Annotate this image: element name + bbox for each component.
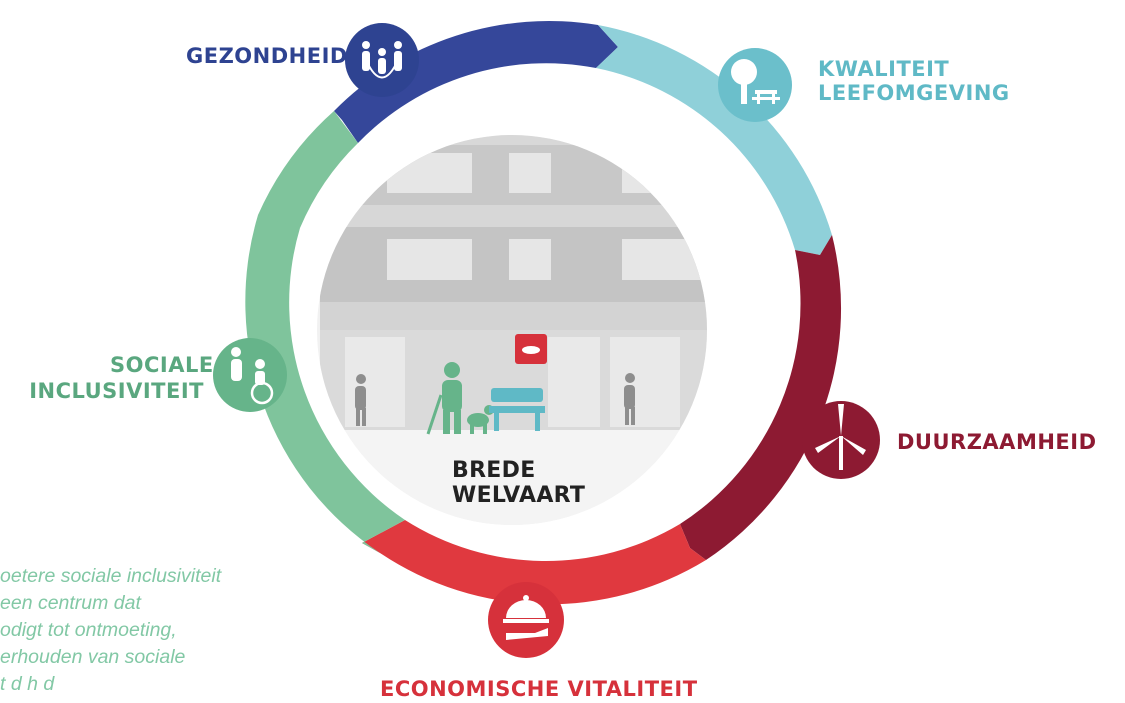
side-text-line: oetere sociale inclusiviteit bbox=[0, 565, 222, 587]
arrow-segment-sociale-tail bbox=[258, 111, 358, 228]
arrow-segment-duurzaamheid bbox=[680, 235, 842, 560]
side-text-line: een centrum dat bbox=[0, 592, 141, 614]
bench-icon bbox=[489, 388, 545, 431]
solar-panel-icon bbox=[610, 108, 653, 130]
jump-rope-icon bbox=[362, 41, 402, 79]
side-quote-text: oetere sociale inclusiviteit een centrum… bbox=[0, 563, 375, 701]
arrow-segment-economische bbox=[362, 520, 706, 605]
side-text-line: erhouden van sociale bbox=[0, 646, 186, 668]
label-kwaliteit-line2: LEEFOMGEVING bbox=[818, 81, 1010, 105]
pedestrian-icon bbox=[355, 374, 366, 426]
serving-tray-icon bbox=[503, 595, 549, 640]
label-duurzaamheid: DUURZAAMHEID bbox=[897, 430, 1097, 454]
label-sociale-line2: INCLUSIVITEIT bbox=[29, 379, 204, 403]
pedestrian-icon bbox=[624, 373, 635, 425]
solar-panel-icon bbox=[562, 108, 605, 130]
economische-icon-circle bbox=[488, 582, 564, 658]
arrow-segment-sociale bbox=[245, 205, 405, 553]
wheelchair-assist-icon bbox=[231, 347, 274, 405]
side-text-line: odigt tot ontmoeting, bbox=[0, 619, 177, 641]
label-kwaliteit-line1: KWALITEIT bbox=[818, 57, 950, 81]
cycle-ring bbox=[245, 21, 842, 605]
sociale-icon-circle bbox=[213, 338, 287, 412]
side-text-line: t d h d bbox=[0, 673, 55, 695]
kwaliteit-icon-circle bbox=[718, 48, 792, 122]
tree-bench-icon bbox=[731, 59, 780, 104]
label-economische-vitaliteit: ECONOMISCHE VITALITEIT bbox=[380, 677, 698, 701]
cyclist-icon bbox=[677, 429, 707, 468]
duurzaamheid-icon-circle bbox=[802, 401, 880, 479]
arrow-segment-kwaliteit bbox=[596, 25, 832, 255]
label-sociale-line1: SOCIALE bbox=[110, 353, 214, 377]
center-title: BREDE WELVAART bbox=[452, 458, 586, 508]
gezondheid-icon-circle bbox=[345, 23, 419, 97]
wind-turbine-icon bbox=[815, 404, 866, 470]
label-gezondheid: GEZONDHEID bbox=[186, 44, 348, 68]
arrow-segment-gezondheid bbox=[334, 21, 618, 144]
cyclist-rider-icon bbox=[705, 399, 707, 432]
